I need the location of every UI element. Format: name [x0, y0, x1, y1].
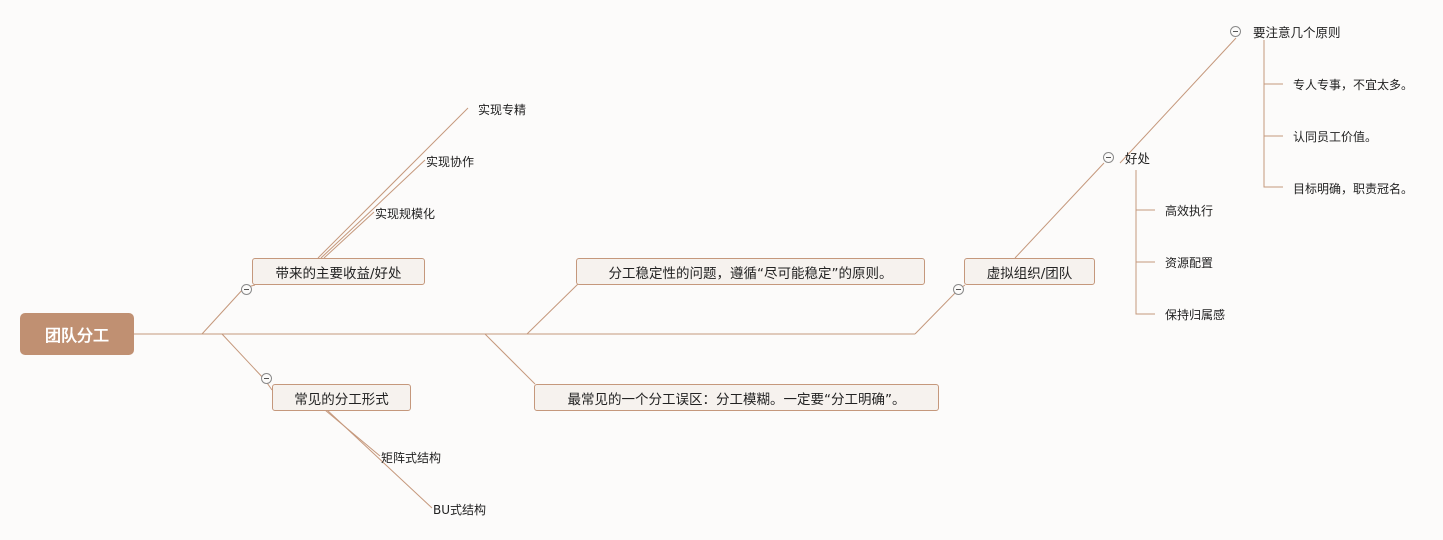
root-topic-label: 团队分工 [44, 326, 109, 345]
leaf-form-1[interactable]: 矩阵式结构 [381, 451, 442, 465]
leaf-principle-1[interactable]: 专人专事，不宜太多。 [1293, 78, 1414, 92]
leaf-benefit-2[interactable]: 实现协作 [426, 155, 475, 169]
topic-virtual-org[interactable]: 虚拟组织/团队 [964, 258, 1095, 285]
collapse-principles-icon[interactable] [1230, 26, 1241, 37]
leaf-principle-2[interactable]: 认同员工价值。 [1293, 130, 1378, 144]
collapse-benefits-icon[interactable] [241, 284, 252, 295]
topic-forms-label: 常见的分工形式 [294, 391, 389, 408]
collapse-good-icon[interactable] [1103, 152, 1114, 163]
topic-benefits[interactable]: 带来的主要收益/好处 [252, 258, 425, 285]
leaf-benefit-1[interactable]: 实现专精 [478, 103, 527, 117]
topic-forms[interactable]: 常见的分工形式 [272, 384, 411, 411]
leaf-form-2[interactable]: BU式结构 [433, 503, 487, 517]
topic-benefits-label: 带来的主要收益/好处 [275, 265, 402, 282]
leaf-good-3[interactable]: 保持归属感 [1165, 308, 1226, 322]
topic-virtual-org-label: 虚拟组织/团队 [986, 265, 1073, 282]
leaf-good-1[interactable]: 高效执行 [1165, 204, 1214, 218]
root-topic[interactable]: 团队分工 [20, 313, 134, 355]
subtopic-good[interactable]: 好处 [1125, 151, 1151, 166]
leaf-principle-3[interactable]: 目标明确，职责冠名。 [1293, 182, 1414, 196]
topic-mistake-label: 最常见的一个分工误区：分工模糊。一定要“分工明确”。 [567, 391, 906, 408]
collapse-forms-icon[interactable] [261, 373, 272, 384]
leaf-good-2[interactable]: 资源配置 [1165, 256, 1214, 270]
topic-stability[interactable]: 分工稳定性的问题，遵循“尽可能稳定”的原则。 [576, 258, 925, 285]
collapse-virtual-icon[interactable] [953, 284, 964, 295]
subtopic-principles[interactable]: 要注意几个原则 [1253, 25, 1341, 40]
topic-mistake[interactable]: 最常见的一个分工误区：分工模糊。一定要“分工明确”。 [534, 384, 939, 411]
topic-stability-label: 分工稳定性的问题，遵循“尽可能稳定”的原则。 [608, 265, 893, 282]
leaf-benefit-3[interactable]: 实现规模化 [375, 207, 436, 221]
